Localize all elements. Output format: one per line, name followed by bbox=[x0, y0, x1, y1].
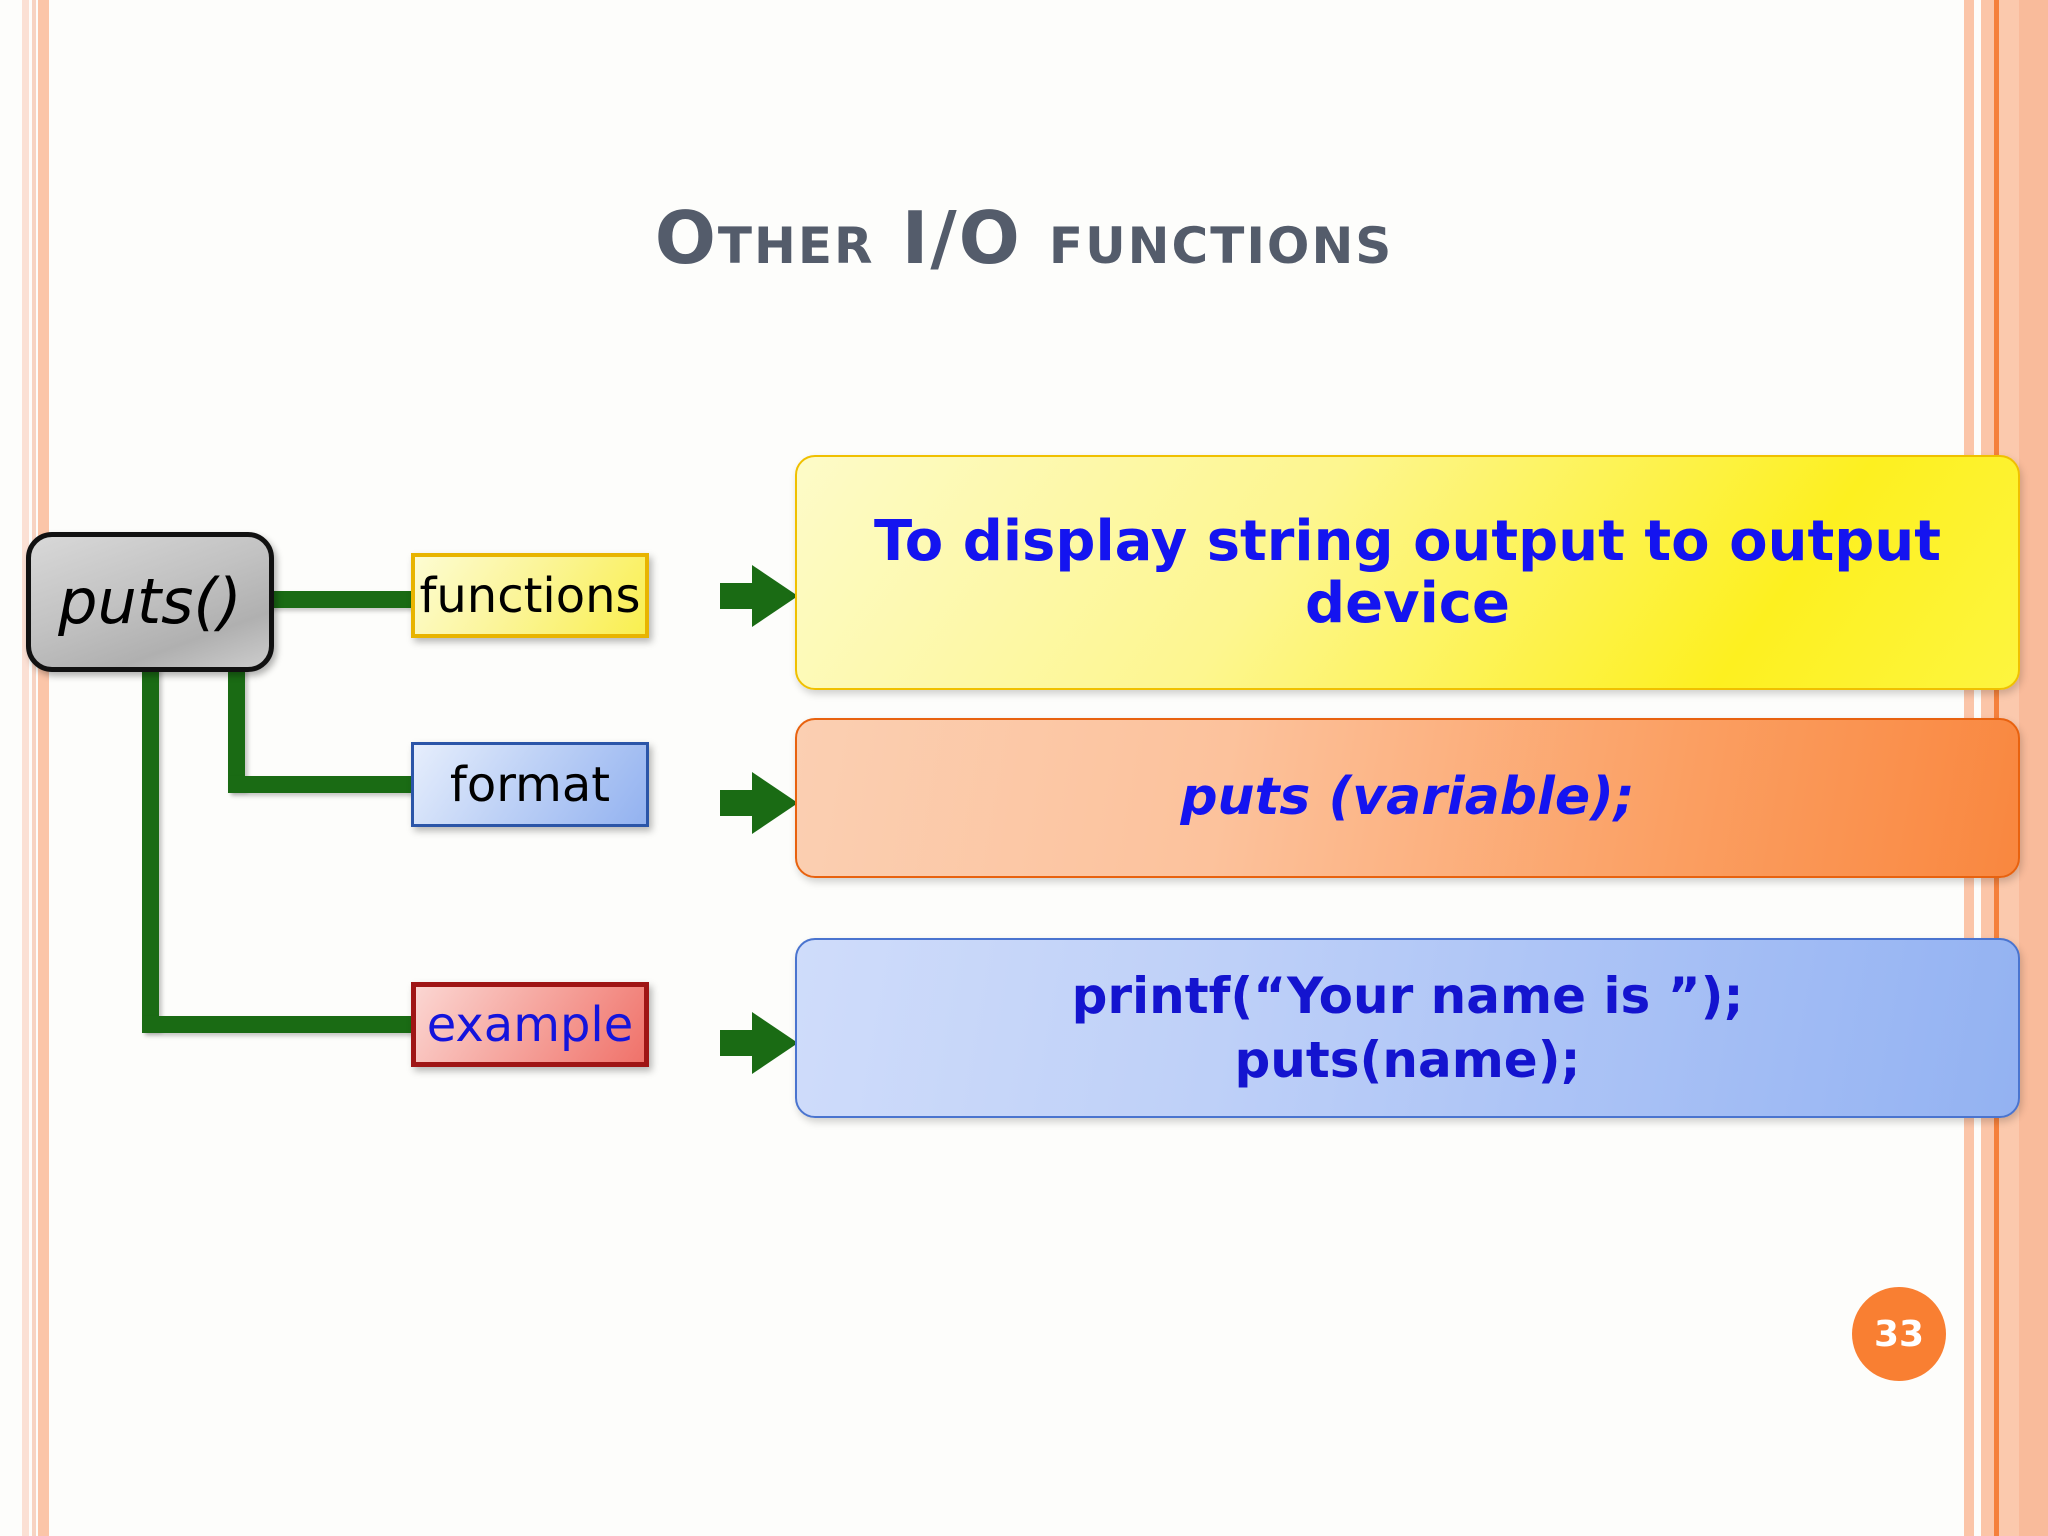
label-box-format[interactable]: format bbox=[411, 742, 649, 827]
content-example-line-1: printf(“Your name is ”); bbox=[1071, 967, 1744, 1025]
root-node-label: puts() bbox=[58, 565, 242, 638]
arrow-right-icon-format bbox=[720, 772, 798, 834]
page-number-badge: 33 bbox=[1852, 1287, 1946, 1381]
content-functions-text: To display string output to output devic… bbox=[874, 508, 1941, 636]
page-number-text: 33 bbox=[1873, 1313, 1925, 1355]
connector-root-to-example-vertical bbox=[142, 658, 159, 1030]
label-format-text: format bbox=[449, 756, 611, 813]
connector-root-to-format-vertical bbox=[228, 658, 245, 790]
content-example-line-2: puts(name); bbox=[1234, 1031, 1581, 1089]
content-box-functions: To display string output to output devic… bbox=[795, 455, 2020, 690]
label-box-functions[interactable]: functions bbox=[411, 553, 649, 638]
slide-title: Other I/O functions bbox=[654, 196, 1394, 280]
right-border-stripe-5 bbox=[2019, 0, 2048, 1536]
label-functions-text: functions bbox=[419, 567, 641, 624]
left-border-stripe-2 bbox=[32, 0, 36, 1536]
label-example-text: example bbox=[426, 996, 634, 1053]
arrow-shaft bbox=[720, 1030, 754, 1056]
left-border-stripe-1 bbox=[22, 0, 29, 1536]
root-node-puts[interactable]: puts() bbox=[26, 532, 274, 672]
left-border-stripe-3 bbox=[38, 0, 49, 1536]
content-example-text: printf(“Your name is ”); puts(name); bbox=[1072, 964, 1744, 1092]
arrow-shaft bbox=[720, 790, 754, 816]
connector-root-to-example-horizontal bbox=[142, 1016, 416, 1033]
arrow-right-icon-example bbox=[720, 1012, 798, 1074]
content-format-text: puts (variable); bbox=[1180, 767, 1635, 828]
arrow-right-icon-functions bbox=[720, 565, 798, 627]
arrow-head bbox=[752, 565, 798, 627]
arrow-shaft bbox=[720, 583, 754, 609]
arrow-head bbox=[752, 1012, 798, 1074]
content-box-format: puts (variable); bbox=[795, 718, 2020, 878]
arrow-head bbox=[752, 772, 798, 834]
content-box-example: printf(“Your name is ”); puts(name); bbox=[795, 938, 2020, 1118]
connector-root-to-format-horizontal bbox=[228, 776, 416, 793]
label-box-example[interactable]: example bbox=[411, 982, 649, 1067]
connector-root-to-functions bbox=[263, 591, 415, 608]
